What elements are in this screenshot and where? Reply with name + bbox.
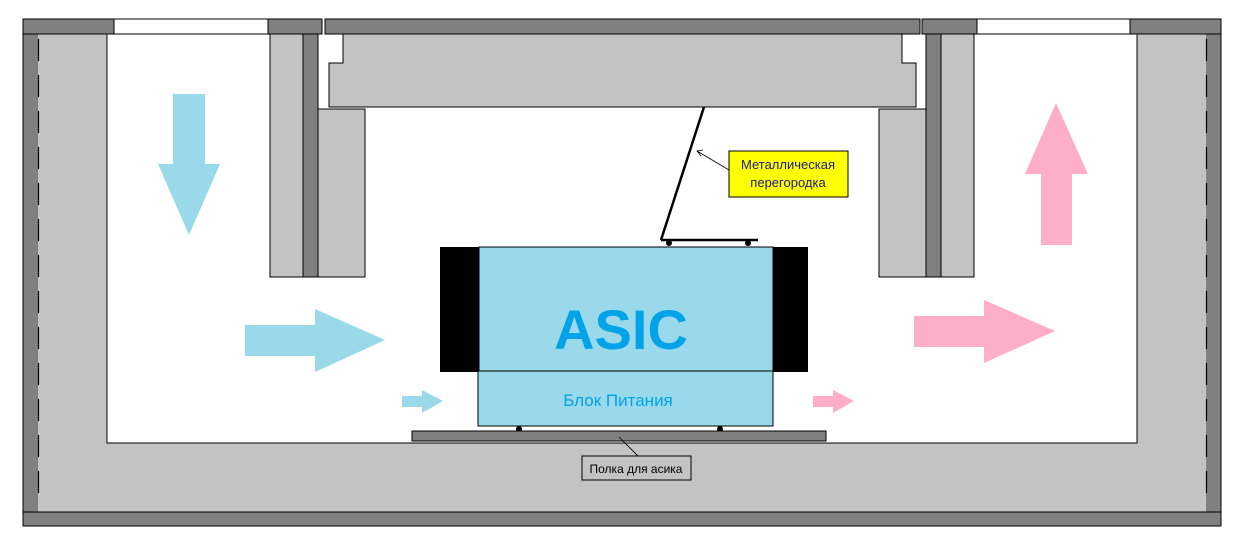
partition-callout-box [728, 150, 849, 198]
top-block [328, 33, 917, 108]
shelf-callout-box [581, 455, 692, 481]
psu-label: Блок Питания [563, 391, 673, 410]
psu-body [477, 370, 774, 427]
right-baffle [878, 33, 975, 278]
partition-leader-line [696, 150, 730, 171]
top-wall [22, 18, 1222, 35]
asic-body [478, 246, 774, 372]
left-intake-opening [113, 18, 269, 35]
bottom-wall [22, 511, 1222, 527]
partition-leader-arrowhead [696, 149, 704, 157]
partition-callout-line2: перегородка [750, 175, 826, 190]
asic-cooler-left [440, 247, 480, 372]
exhaust-arrow-right [914, 300, 1055, 363]
partition-callout-line1: Металлическая [741, 157, 835, 172]
left-wall [23, 34, 38, 512]
metal-partition [659, 106, 758, 246]
asic-cooler-right [773, 247, 808, 372]
intake-arrow-down [158, 94, 220, 235]
exhaust-arrow-up [1025, 103, 1088, 245]
left-baffle [269, 33, 366, 278]
right-wall [1206, 34, 1221, 512]
asic-label: ASIC [554, 298, 688, 361]
intake-arrow-right-small [402, 390, 443, 413]
exhaust-arrow-right-small [813, 390, 854, 413]
intake-arrow-right [245, 309, 385, 372]
asic-shelf [411, 430, 827, 442]
right-exhaust-opening [976, 18, 1131, 35]
shelf-callout-text: Полка для асика [590, 462, 683, 476]
shelf-leader-line [618, 436, 639, 457]
